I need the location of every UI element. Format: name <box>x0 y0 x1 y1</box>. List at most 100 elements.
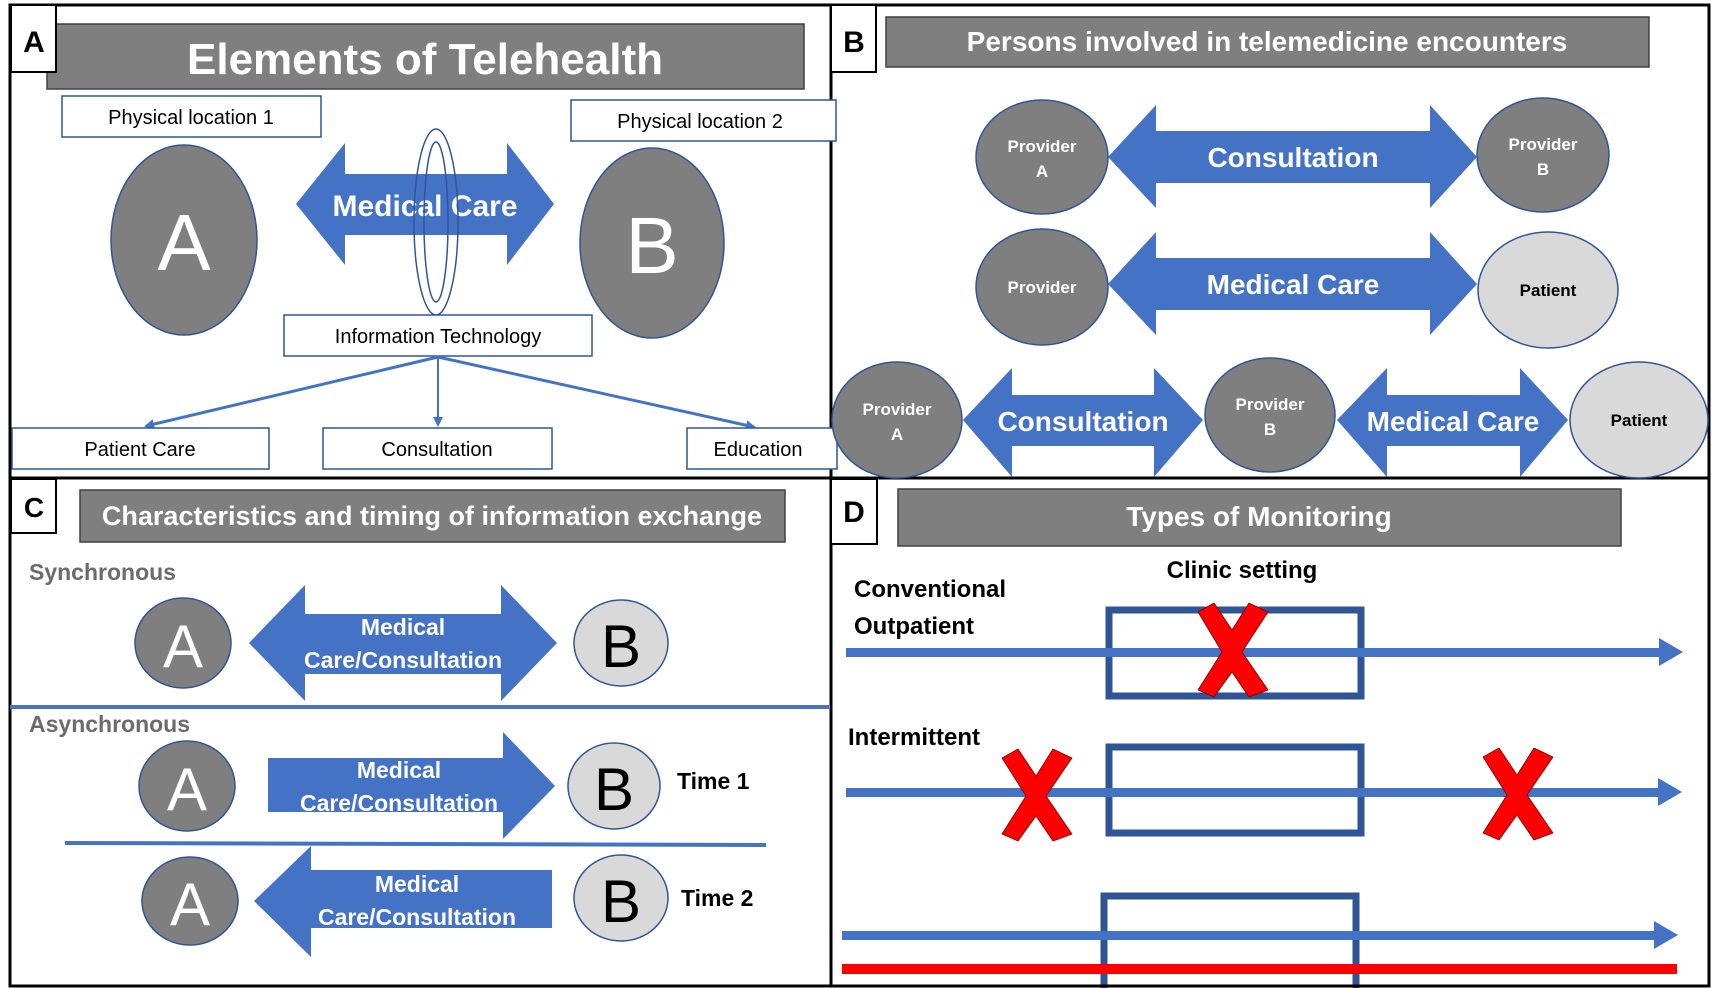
panel-a: Elements of Telehealth A Physical locati… <box>10 4 838 470</box>
panel-b-title-bar <box>885 16 1650 68</box>
sync-node-a <box>134 597 232 689</box>
provider-a-letter-row3: A <box>891 425 903 444</box>
consultation-arrow-label-row1: Consultation <box>1207 142 1378 173</box>
sync-double-arrow <box>249 585 557 701</box>
patient-care-label: Patient Care <box>84 439 195 461</box>
medical-care-arrow-label-row3: Medical Care <box>1367 406 1540 437</box>
sync-arrow-line1: Medical <box>361 614 445 640</box>
panel-a-title-bar <box>46 23 805 90</box>
panel-a-title: Elements of Telehealth <box>187 35 663 84</box>
async-t2-node-a <box>141 856 239 946</box>
panel-c-title: Characteristics and timing of informatio… <box>102 501 762 531</box>
asynchronous-label: Asynchronous <box>29 711 190 737</box>
timeline-row2-line <box>846 788 1659 797</box>
intermittent-label: Intermittent <box>848 724 980 751</box>
panel-b-title: Persons involved in telemedicine encount… <box>967 26 1568 57</box>
consultation-arrow-label-row3: Consultation <box>997 406 1168 437</box>
patient-circle-row2 <box>1477 231 1619 349</box>
connector-patient-care <box>144 355 439 430</box>
provider-b-circle-row3 <box>1204 357 1336 473</box>
time-2-label: Time 2 <box>681 885 753 911</box>
provider-label-row2: Provider <box>1008 278 1077 297</box>
panel-c-label: C <box>24 492 44 523</box>
conventional-outpatient-label-line1: Conventional <box>854 576 1006 603</box>
patient-label-row2: Patient <box>1520 281 1577 300</box>
patient-label-row3: Patient <box>1611 411 1668 430</box>
node-b-circle <box>579 147 725 339</box>
panel-b-label-box <box>830 4 877 73</box>
panel-d-label-box <box>830 478 878 545</box>
provider-b-label-row3: Provider <box>1236 395 1305 414</box>
consultation-label: Consultation <box>381 439 492 461</box>
async-t2-arrow-line1: Medical <box>375 871 459 897</box>
synchronous-label: Synchronous <box>29 559 176 585</box>
connector-education <box>437 355 756 431</box>
async-t2-arrow-line2: Care/Consultation <box>318 904 516 930</box>
async-t2-node-a-label: A <box>170 871 210 938</box>
provider-a-label-row3: Provider <box>863 400 932 419</box>
provider-circle-row2 <box>975 228 1109 346</box>
timeline-row1-line <box>846 648 1660 657</box>
physical-location-2-box <box>570 99 837 142</box>
provider-a-circle-row1 <box>975 99 1109 215</box>
physical-location-1-label: Physical location 1 <box>108 107 274 129</box>
async-t1-node-b-label: B <box>594 756 634 823</box>
consultation-double-arrow-row1 <box>1108 105 1477 208</box>
provider-b-label-row1: Provider <box>1509 135 1578 154</box>
clinic-box-row3 <box>1100 892 1360 988</box>
physical-location-2-label: Physical location 2 <box>617 111 783 133</box>
panel-c: Characteristics and timing of informatio… <box>10 478 829 957</box>
information-technology-label: Information Technology <box>335 326 541 348</box>
education-box <box>686 427 838 470</box>
async-t1-node-a-label: A <box>167 756 207 823</box>
panel-d-title: Types of Monitoring <box>1126 501 1391 532</box>
async-t2-node-b <box>573 854 669 942</box>
time-1-label: Time 1 <box>677 768 750 794</box>
clinic-setting-label: Clinic setting <box>1167 557 1318 584</box>
information-technology-box <box>283 314 593 357</box>
panel-a-label-box <box>10 4 57 73</box>
sync-node-b <box>573 599 669 687</box>
medical-care-double-arrow-row3 <box>1337 368 1568 477</box>
physical-location-1-box <box>61 95 322 138</box>
visit-mark-row2-early <box>1001 748 1073 842</box>
async-t2-node-b-label: B <box>601 868 641 935</box>
panel-d-title-bar <box>897 488 1622 547</box>
patient-circle-row3 <box>1569 361 1709 479</box>
panel-a-label: A <box>23 26 45 59</box>
timeline-row2-arrowhead <box>1658 778 1682 806</box>
panel-b-label: B <box>843 26 865 59</box>
medical-care-arrow-label-row2: Medical Care <box>1207 269 1380 300</box>
node-a-label: A <box>157 198 211 287</box>
consultation-box <box>322 427 553 470</box>
async-time-divider <box>64 841 767 847</box>
async-t2-left-arrow <box>254 846 552 957</box>
async-t1-arrow-line1: Medical <box>357 757 441 783</box>
patient-care-box <box>11 427 270 470</box>
provider-a-circle-row3 <box>831 361 963 479</box>
panel-c-title-bar <box>79 489 786 543</box>
provider-b-letter-row3: B <box>1264 420 1276 439</box>
async-t1-node-b <box>567 742 661 830</box>
provider-a-label-row1: Provider <box>1008 137 1077 156</box>
async-t1-arrow-line2: Care/Consultation <box>300 790 498 816</box>
consultation-double-arrow-row3 <box>963 368 1203 477</box>
continuous-monitoring-bar <box>842 964 1677 974</box>
provider-b-letter-row1: B <box>1537 160 1549 179</box>
sync-node-a-label: A <box>163 613 203 680</box>
education-label: Education <box>714 439 803 461</box>
panel-d-label: D <box>843 496 865 529</box>
sync-node-b-label: B <box>601 613 641 680</box>
panel-c-label-box <box>10 478 57 534</box>
timeline-row3-line <box>842 931 1655 940</box>
provider-b-circle-row1 <box>1476 97 1610 213</box>
panel-d: Types of Monitoring D Clinic setting Con… <box>830 478 1683 988</box>
node-a-circle <box>110 144 258 336</box>
node-b-label: B <box>625 201 678 290</box>
sync-arrow-line2: Care/Consultation <box>304 647 502 673</box>
medical-care-double-arrow-row2 <box>1108 232 1477 335</box>
provider-a-letter-row1: A <box>1036 162 1048 181</box>
timeline-row3-arrowhead <box>1654 921 1678 949</box>
visit-mark-row1 <box>1197 602 1269 698</box>
